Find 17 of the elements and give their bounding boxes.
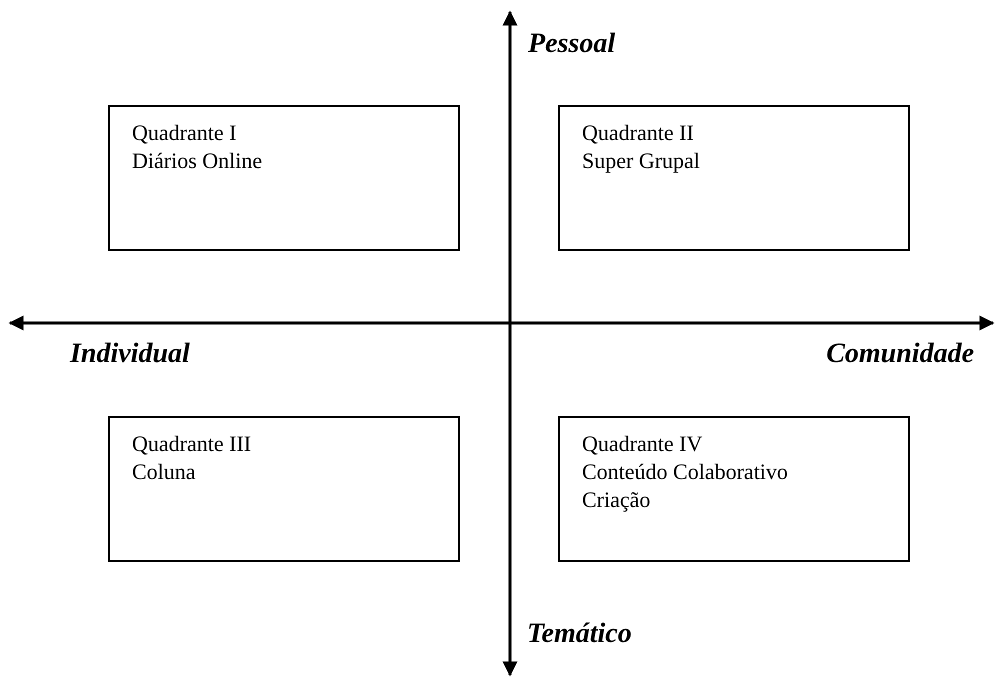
axis-label: Temático	[527, 618, 632, 650]
quadrant-title: Quadrante III	[132, 430, 252, 458]
quadrant-box	[558, 416, 910, 562]
axis-label: Comunidade	[826, 338, 974, 370]
quadrant-box	[108, 416, 460, 562]
quadrant-text: Conteúdo Colaborativo	[582, 458, 789, 486]
axis-label: Pessoal	[528, 28, 616, 60]
quadrant-box	[108, 105, 460, 251]
axis-label: Individual	[70, 338, 190, 370]
quadrant-text: Criação	[582, 486, 652, 514]
quadrant-title: Quadrante II	[582, 119, 695, 147]
quadrant-text: Super Grupal	[582, 147, 701, 175]
quadrant-text: Diários Online	[132, 147, 264, 175]
quadrant-title: Quadrante IV	[582, 430, 704, 458]
quadrant-text: Coluna	[132, 458, 197, 486]
quadrant-box	[558, 105, 910, 251]
quadrant-title: Quadrante I	[132, 119, 238, 147]
